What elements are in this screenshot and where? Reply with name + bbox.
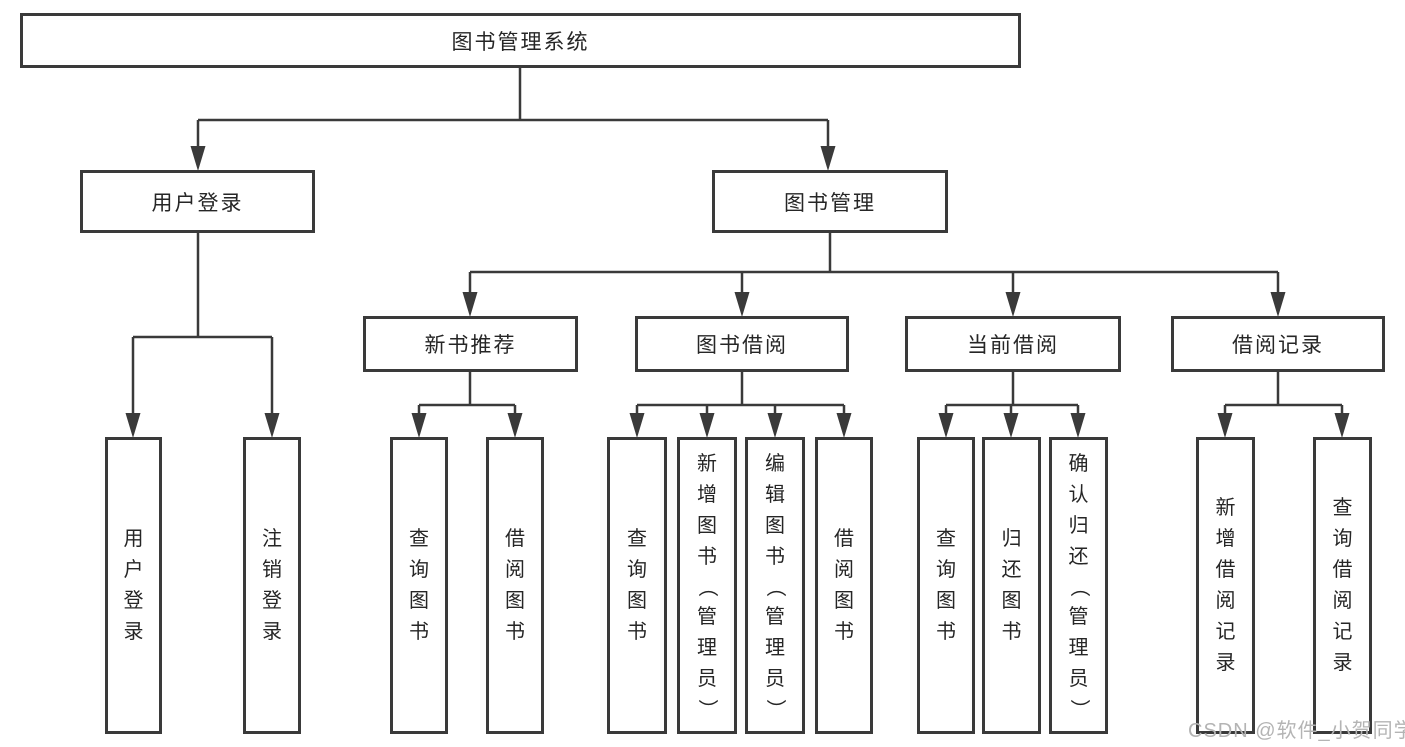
leaf-logout: 注销登录	[243, 437, 301, 734]
node-current-borrowing: 当前借阅	[905, 316, 1121, 372]
leaf-query-books-current: 查询图书	[917, 437, 975, 734]
leaf-label: 查询图书	[627, 528, 647, 643]
leaf-label: 查询图书	[936, 528, 956, 643]
leaf-label: 归还图书	[1001, 528, 1022, 643]
leaf-query-borrow-record: 查询借阅记录	[1313, 437, 1372, 734]
leaf-add-books-admin: 新增图书（管理员）	[677, 437, 737, 734]
csdn-watermark: CSDN @软件_小贺同学	[1188, 720, 1405, 742]
leaf-label: 确认归还（管理员）	[1067, 452, 1090, 719]
leaf-label: 新增借阅记录	[1215, 497, 1236, 674]
node-label: 新书推荐	[424, 334, 517, 357]
leaf-add-borrow-record: 新增借阅记录	[1196, 437, 1255, 734]
leaf-label: 借阅图书	[505, 528, 525, 643]
node-label: 图书借阅	[696, 334, 788, 357]
leaf-borrow-books-recommend: 借阅图书	[486, 437, 544, 734]
leaf-return-books: 归还图书	[982, 437, 1041, 734]
leaf-confirm-return-admin: 确认归还（管理员）	[1049, 437, 1108, 734]
leaf-query-books-borrow: 查询图书	[607, 437, 667, 734]
leaf-label: 查询借阅记录	[1332, 497, 1353, 674]
leaf-label: 注销登录	[262, 528, 282, 643]
node-book-borrowing: 图书借阅	[635, 316, 849, 372]
node-borrowing-records: 借阅记录	[1171, 316, 1385, 372]
leaf-label: 查询图书	[409, 528, 429, 643]
node-label: 借阅记录	[1232, 334, 1324, 357]
node-label: 图书管理系统	[451, 30, 590, 54]
leaf-edit-books-admin: 编辑图书（管理员）	[745, 437, 805, 734]
leaf-borrow-books: 借阅图书	[815, 437, 873, 734]
leaf-user-login: 用户登录	[105, 437, 162, 734]
leaf-label: 用户登录	[123, 528, 144, 643]
leaf-label: 编辑图书（管理员）	[764, 452, 786, 719]
leaf-label: 借阅图书	[834, 528, 854, 643]
leaf-label: 新增图书（管理员）	[696, 452, 718, 719]
node-label: 当前借阅	[967, 334, 1059, 357]
node-new-book-recommendation: 新书推荐	[363, 316, 578, 372]
leaf-query-books-recommend: 查询图书	[390, 437, 448, 734]
node-book-management: 图书管理	[712, 170, 948, 233]
node-label: 图书管理	[784, 191, 876, 215]
node-user-login: 用户登录	[80, 170, 315, 233]
node-library-management-system: 图书管理系统	[20, 13, 1021, 68]
arrowheads	[125, 146, 1350, 438]
node-label: 用户登录	[151, 191, 244, 215]
